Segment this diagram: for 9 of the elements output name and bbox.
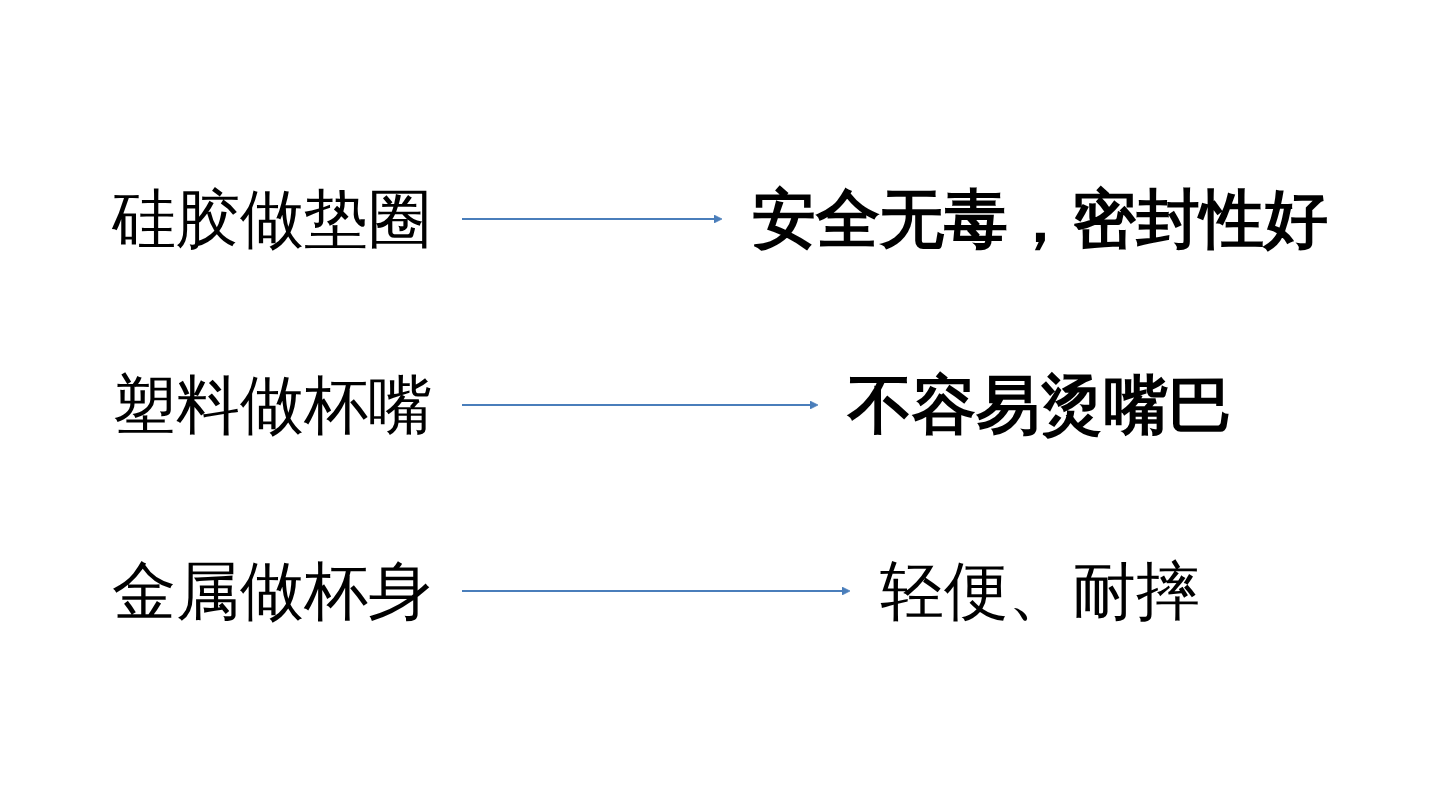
- node-text: 轻便、耐摔: [880, 554, 1200, 628]
- node-text: 安全无毒，密封性好: [752, 182, 1328, 256]
- node-text: 不容易烫嘴巴: [848, 368, 1232, 442]
- arrow: [461, 586, 851, 596]
- arrow: [461, 214, 723, 224]
- node-text: 硅胶做垫圈: [112, 182, 432, 256]
- node-text: 金属做杯身: [112, 554, 432, 628]
- node-text: 塑料做杯嘴: [112, 368, 432, 442]
- arrow: [461, 400, 819, 410]
